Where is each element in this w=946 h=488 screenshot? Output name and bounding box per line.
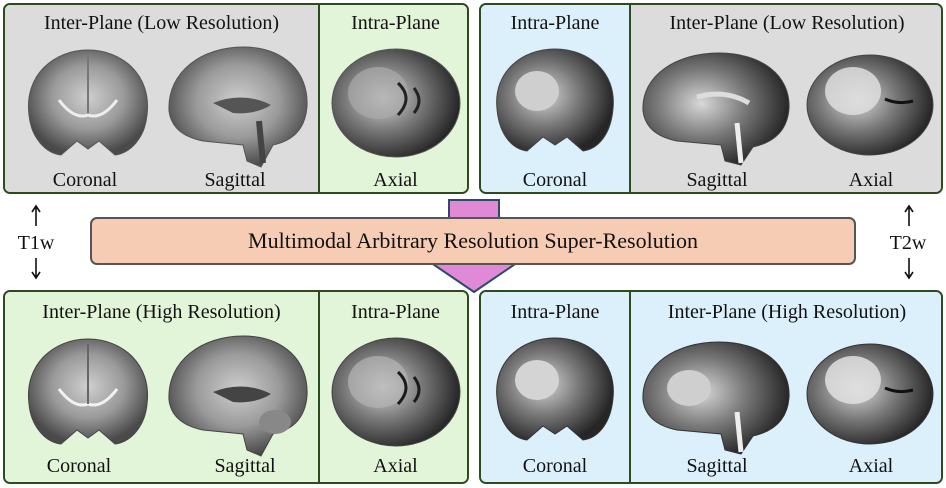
t1-low-inter-plane-cell: Inter-Plane (Low Resolution) Coronal Sag… [5,5,318,192]
t2-high-sagittal-label: Sagittal [686,455,748,477]
t2-high-coronal-label: Coronal [522,455,588,477]
t2w-label: T2w [889,232,927,254]
t1-low-intra-plane-title: Intra-Plane [351,12,440,34]
t1-high-axial-image [331,337,461,447]
t2-low-intra-plane-cell: Intra-Plane Coronal [481,5,629,192]
t2-high-sagittal-image [642,341,790,455]
t2-low-coronal-image [496,48,614,152]
t1w-label: T1w [17,232,55,254]
t1-low-axial-label: Axial [373,169,418,191]
t1-low-axial-image [331,48,461,158]
t2-high-axial-image [806,343,934,445]
t1-low-inter-plane-title: Inter-Plane (Low Resolution) [43,12,280,34]
t2-low-inter-plane-title: Inter-Plane (Low Resolution) [669,12,905,34]
t1w-double-arrow-icon [31,204,41,280]
t2-high-intra-plane-cell: Intra-Plane Coronal [481,292,629,482]
t1-high-inter-plane-cell: Inter-Plane (High Resolution) Coronal Sa… [5,292,318,482]
t1-high-inter-plane-title: Inter-Plane (High Resolution) [42,301,281,323]
t2-high-axial-label: Axial [848,455,894,477]
t2-low-resolution-panel: Intra-Plane Coronal Inter-Plane (Low Res… [479,3,943,194]
t2-low-coronal-label: Coronal [522,169,588,191]
t2-high-inter-plane-cell: Inter-Plane (High Resolution) Sagittal A… [629,292,941,482]
t1-low-coronal-label: Coronal [52,169,118,191]
t2-low-axial-label: Axial [848,169,894,191]
t2w-double-arrow-icon [904,204,914,280]
t1-high-coronal-image [27,338,149,445]
t1-high-intra-plane-cell: Intra-Plane Axial [318,292,467,482]
t1-high-axial-label: Axial [373,455,418,477]
t1-high-resolution-panel: Inter-Plane (High Resolution) Coronal Sa… [3,290,469,484]
t1-low-sagittal-label: Sagittal [204,169,266,191]
t1-high-coronal-label: Coronal [46,455,112,477]
t2-low-sagittal-image [642,52,790,166]
t1-high-sagittal-image [168,335,308,457]
t2-low-inter-plane-cell: Inter-Plane (Low Resolution) Sagittal Ax… [629,5,941,192]
t2-high-coronal-image [496,337,614,441]
t1-low-resolution-panel: Inter-Plane (Low Resolution) Coronal Sag… [3,3,469,194]
t1-high-intra-plane-title: Intra-Plane [351,301,440,323]
t2-low-intra-plane-title: Intra-Plane [510,12,600,34]
t2-high-intra-plane-title: Intra-Plane [510,301,600,323]
t1-low-intra-plane-cell: Intra-Plane Axial [318,5,467,192]
t2-high-resolution-panel: Intra-Plane Coronal Inter-Plane (High Re… [479,290,943,484]
t1-high-sagittal-label: Sagittal [214,455,276,477]
t2-high-inter-plane-title: Inter-Plane (High Resolution) [667,301,907,323]
t2-low-axial-image [806,54,934,156]
t2-low-sagittal-label: Sagittal [686,169,748,191]
t1-low-coronal-image [27,49,149,156]
t1-low-sagittal-image [168,46,308,168]
super-resolution-banner: Multimodal Arbitrary Resolution Super-Re… [90,217,856,265]
